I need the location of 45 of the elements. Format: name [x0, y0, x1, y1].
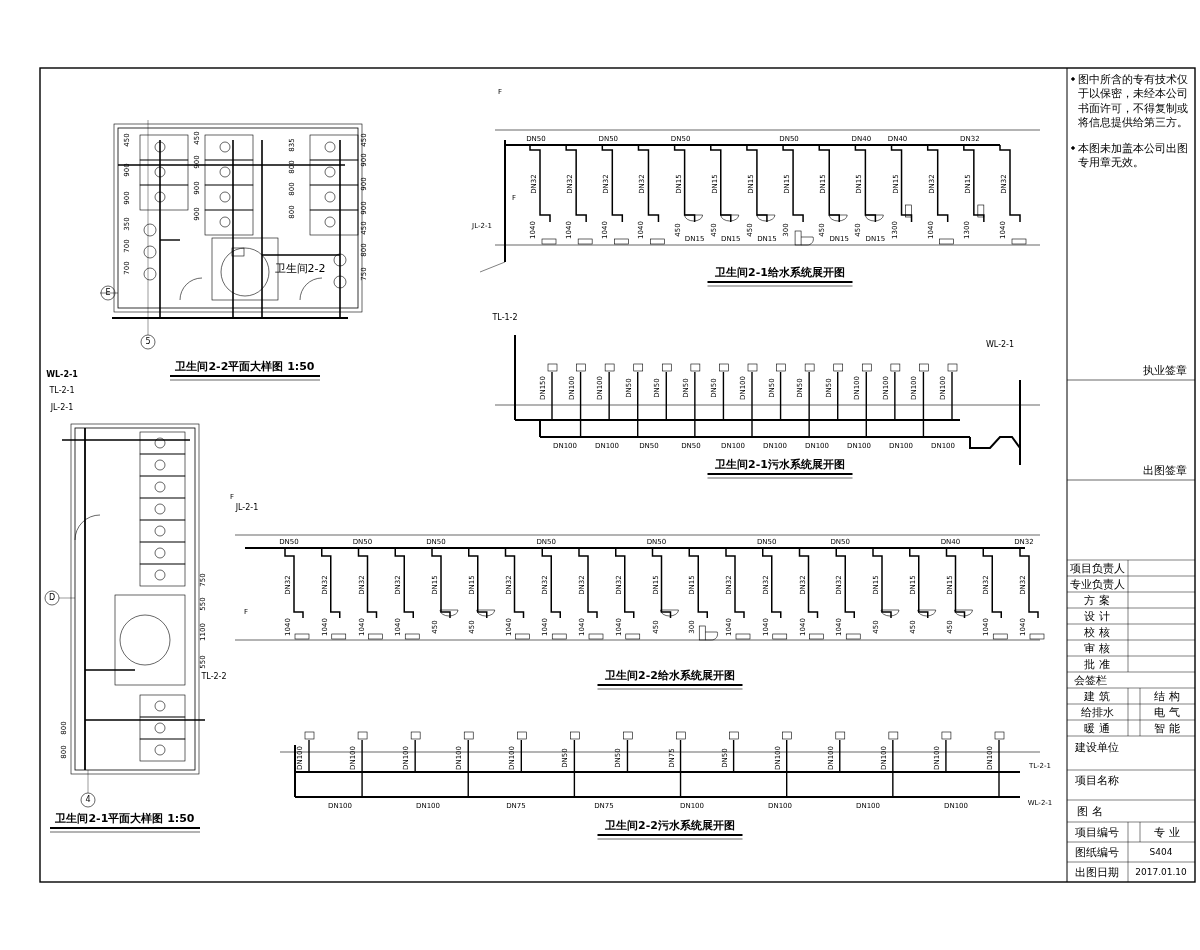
grid-axis-label: E [105, 289, 111, 297]
table-cell: 智 能 [1154, 722, 1180, 734]
table-cell: 会签栏 [1073, 674, 1107, 686]
room-label: 卫生间2-2 [274, 262, 326, 274]
table-cell: 设 计 [1084, 610, 1110, 622]
drawing-title: 卫生间2-1平面大样图 1:50 [55, 812, 195, 824]
stamp-field-label: 出图签章 [1143, 464, 1187, 476]
table-cell: 出图日期 [1075, 866, 1119, 878]
table-cell: 专 业 [1154, 826, 1180, 838]
table-cell: 项目编号 [1075, 826, 1119, 838]
table-cell: 校 核 [1084, 626, 1110, 638]
pipe-tag: TL-2-2 [201, 673, 227, 681]
pipe-tag: WL-2-1 [46, 371, 78, 379]
table-cell: 审 核 [1084, 642, 1110, 654]
table-cell: S404 [1149, 847, 1173, 857]
pipe-tag: TL-1-2 [492, 314, 518, 322]
drawing-title: 卫生间2-2污水系统展开图 [605, 819, 735, 831]
drawing-title: 卫生间2-1给水系统展开图 [715, 266, 845, 278]
table-cell: 项目名称 [1075, 774, 1119, 786]
table-cell: 专业负责人 [1069, 578, 1125, 590]
pipe-tag: WL-2-1 [985, 341, 1015, 349]
stamp-field-label: 执业签章 [1143, 364, 1187, 376]
table-cell: 图纸编号 [1075, 846, 1119, 858]
grid-axis-label: 4 [85, 796, 91, 804]
drawing-title: 卫生间2-1污水系统展开图 [715, 458, 845, 470]
table-cell: 建设单位 [1075, 741, 1119, 753]
table-cell: 电 气 [1154, 706, 1180, 718]
drawing-title: 卫生间2-2给水系统展开图 [605, 669, 735, 681]
table-cell: 批 准 [1084, 658, 1110, 670]
note-text: 图中所含的专有技术仅于以保密，未经本公司书面许可，不得复制或将信息提供给第三方。 [1078, 73, 1189, 131]
drawing-title: 卫生间2-2平面大样图 1:50 [175, 360, 315, 372]
grid-axis-label: D [48, 594, 56, 602]
table-cell: 项目负责人 [1069, 562, 1125, 574]
grid-axis-label: 5 [145, 338, 151, 346]
table-cell: 暖 通 [1084, 722, 1110, 734]
pipe-tag: JL-2-1 [50, 404, 74, 412]
table-cell: 2017.01.10 [1135, 867, 1187, 877]
table-cell: 结 构 [1154, 690, 1180, 702]
table-cell: 建 筑 [1084, 690, 1110, 702]
table-cell: 给排水 [1080, 706, 1114, 718]
pipe-tag: JL-2-1 [235, 504, 259, 512]
pipe-tag: TL-2-1 [49, 387, 75, 395]
table-cell: 图 名 [1077, 805, 1103, 817]
note-text: 本图未加盖本公司出图专用章无效。 [1078, 142, 1189, 171]
table-cell: 方 案 [1084, 594, 1110, 606]
